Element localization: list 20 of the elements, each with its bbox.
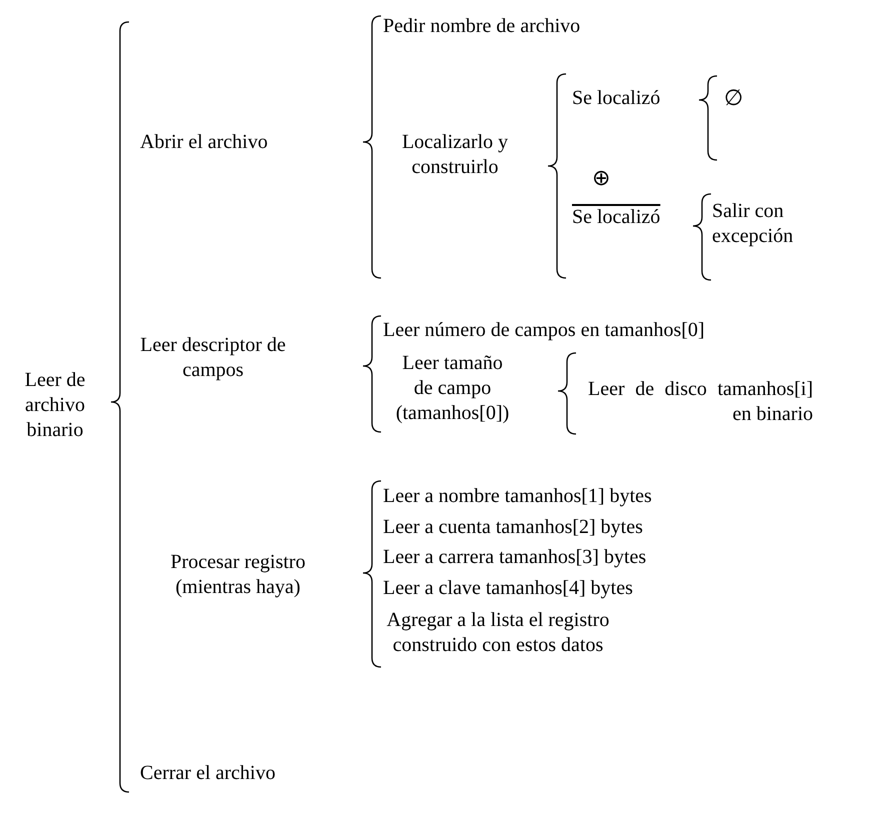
step-text: Leer número de campos en tamanhos[0]: [383, 318, 863, 342]
step-text: Leer descriptor de campos: [138, 332, 288, 382]
step-text: Leer de disco tamanhos[i] en binario: [588, 376, 813, 426]
step-text: Cerrar el archivo: [140, 760, 390, 786]
step-text: Leer a clave tamanhos[4] bytes: [383, 576, 803, 600]
step-text: Abrir el archivo: [140, 130, 340, 154]
step-text: Agregar a la lista el registro construido con estos datos: [378, 608, 618, 658]
symbol-label: ⊕: [592, 166, 610, 190]
step-text: Se localizó: [572, 204, 697, 230]
step-text: Leer a carrera tamanhos[3] bytes: [383, 544, 803, 570]
step-text: Pedir nombre de archivo: [383, 14, 703, 38]
step-text: Leer a cuenta tamanhos[2] bytes: [383, 514, 803, 540]
step-text: Leer a nombre tamanhos[1] bytes: [383, 484, 803, 508]
step-text: Leer tamaño de campo (tamanhos[0]): [395, 350, 510, 426]
step-text: Localizarlo y construirlo: [385, 130, 525, 180]
step-text: Procesar registro (mientras haya): [138, 550, 338, 600]
step-text: Salir con excepción: [712, 198, 852, 248]
step-text: Leer de archivo binario: [5, 368, 105, 442]
symbol-label: ∅: [724, 86, 744, 110]
step-text: Se localizó: [572, 86, 702, 110]
